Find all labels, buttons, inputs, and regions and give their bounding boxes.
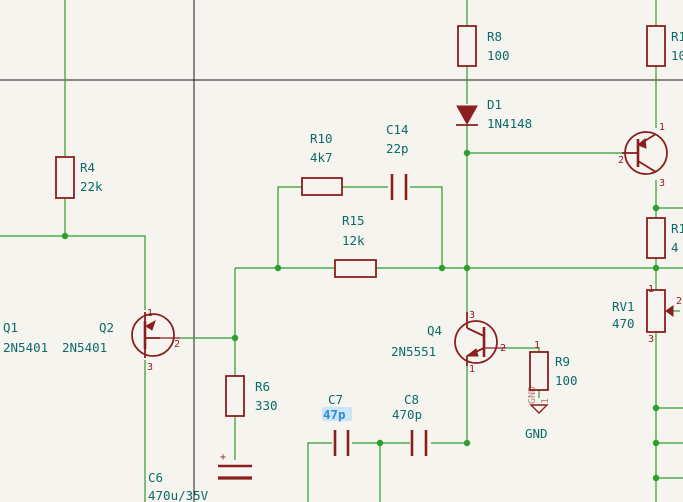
q4-value: 2N5551 [391, 344, 436, 359]
r8-value: 100 [487, 48, 510, 63]
c7-value: 47p [323, 407, 346, 422]
d1-value: 1N4148 [487, 116, 532, 131]
junction-dot [652, 264, 660, 272]
junction-dot [463, 439, 471, 447]
rv1-pin-3: 3 [648, 334, 654, 345]
junction-dot [463, 149, 471, 157]
top-transistor-pin-3: 3 [659, 178, 665, 189]
q1-ref: Q1 [3, 320, 18, 335]
junction-dot [438, 264, 446, 272]
r9-value: 100 [555, 373, 578, 388]
junction-dot [652, 474, 660, 482]
q2-pin-1: 1 [147, 308, 153, 319]
r15-ref: R15 [342, 213, 365, 228]
c7-ref: C7 [328, 392, 343, 407]
q2-pin-2: 2 [174, 339, 180, 350]
r6-value: 330 [255, 398, 278, 413]
junction-dot [652, 439, 660, 447]
r10-ref: R10 [310, 131, 333, 146]
transistor-top-right[interactable]: 1 2 3 [618, 122, 668, 189]
rv1-pin-1: 1 [648, 284, 654, 295]
r4-value: 22k [80, 179, 103, 194]
resistor-r6[interactable]: R6 330 [225, 375, 278, 417]
gnd-label: GND [525, 426, 548, 441]
r10-value: 4k7 [310, 150, 333, 165]
q4-pin-2: 2 [500, 343, 506, 354]
c6-ref: C6 [148, 470, 163, 485]
top-transistor-pin-1: 1 [659, 122, 665, 133]
q4-ref: Q4 [427, 323, 442, 338]
capacitor-c7[interactable]: C7 47p [322, 392, 352, 456]
top-right-ref: R1 [671, 29, 683, 44]
r6-ref: R6 [255, 379, 270, 394]
q4-pin-3: 3 [469, 310, 475, 321]
q2-ref: Q2 [99, 320, 114, 335]
c6-plus-icon: + [220, 452, 226, 463]
d1-ref: D1 [487, 97, 502, 112]
top-right-value: 10 [671, 48, 683, 63]
junction-dot [463, 264, 471, 272]
junction-dot [376, 439, 384, 447]
rv1-value: 470 [612, 316, 635, 331]
rv1-ref: RV1 [612, 299, 635, 314]
mid-right-ref: R1 [671, 221, 683, 236]
capacitor-c6[interactable]: + C6 470u/35V [148, 452, 252, 502]
capacitor-c8[interactable]: C8 470p [392, 392, 428, 456]
junction-dot [231, 334, 239, 342]
transistor-q1[interactable]: Q1 2N5401 [3, 320, 48, 355]
resistor-r4[interactable]: R4 22k [55, 156, 103, 199]
resistor-mid-right[interactable]: R1 4 [646, 217, 683, 259]
c7-value-highlight [322, 407, 352, 421]
resistor-top-right[interactable]: R1 10 [646, 25, 683, 67]
capacitor-c14[interactable]: C14 22p [386, 122, 409, 200]
q1-value: 2N5401 [3, 340, 48, 355]
q2-pin-3: 3 [147, 362, 153, 373]
c8-value: 470p [392, 407, 422, 422]
junction-dot [652, 204, 660, 212]
potentiometer-rv1[interactable]: 1 2 3 RV1 470 [612, 284, 682, 345]
r4-ref: R4 [80, 160, 95, 175]
mid-right-value: 4 [671, 240, 679, 255]
c8-ref: C8 [404, 392, 419, 407]
gnd-pin-name: GND [527, 386, 538, 404]
q4-pin-1: 1 [469, 364, 475, 375]
r15-value: 12k [342, 233, 365, 248]
top-transistor-pin-2: 2 [618, 155, 624, 166]
junction-dot [274, 264, 282, 272]
transistor-q4[interactable]: 3 2 1 Q4 2N5551 [391, 310, 506, 375]
ground-symbol[interactable]: GND 1 GND [525, 386, 551, 441]
resistor-r8[interactable]: R8 100 [457, 25, 510, 67]
diode-d1[interactable]: D1 1N4148 [456, 97, 532, 131]
resistor-r9[interactable]: 1 R9 100 [529, 340, 578, 391]
q2-value: 2N5401 [62, 340, 107, 355]
junction-dot [652, 404, 660, 412]
c14-value: 22p [386, 141, 409, 156]
r9-ref: R9 [555, 354, 570, 369]
r8-ref: R8 [487, 29, 502, 44]
transistor-q2[interactable]: 1 2 3 Q2 2N5401 [62, 308, 180, 373]
junctions [61, 149, 660, 482]
resistor-r15[interactable]: R15 12k [334, 213, 377, 278]
c6-value: 470u/35V [148, 488, 209, 502]
gnd-pin-number: 1 [540, 398, 551, 404]
rv1-pin-2: 2 [676, 296, 682, 307]
resistor-r10[interactable]: R10 4k7 [301, 131, 343, 196]
junction-dot [61, 232, 69, 240]
r9-pin-1: 1 [534, 340, 540, 351]
c14-ref: C14 [386, 122, 409, 137]
